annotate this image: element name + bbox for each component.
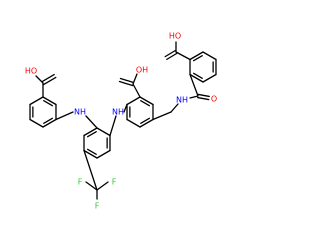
acid-right-carbonyl — [166, 52, 178, 61]
nh-left-bond-a — [55, 111, 74, 121]
ring-b-bond — [83, 149, 98, 159]
ring-a-bond — [29, 118, 44, 128]
acid-middle-carbonyl — [118, 80, 134, 87]
ring-a-double-bond — [43, 117, 54, 124]
chemical-structure-diagram: HO NH NH OH F F F NH O HO — [25, 32, 217, 211]
ring-b-bond — [96, 127, 111, 137]
nh-left-label: NH — [74, 108, 86, 117]
nh-amide-label: NH — [176, 96, 188, 105]
ch2-nh-bond — [170, 103, 179, 113]
acid-left-carbonyl — [43, 76, 57, 86]
acid-left-oh: HO — [25, 67, 37, 76]
fluorine-left: F — [78, 178, 83, 187]
acid-right-carbonyl — [164, 49, 176, 58]
acid-middle-carbonyl — [119, 77, 135, 84]
ring-c-double-bond — [140, 117, 151, 124]
amide-ring-bond — [189, 73, 199, 97]
ring-a-bond — [29, 96, 44, 106]
bond-lines — [29, 41, 217, 200]
ring-b-double-bond — [86, 148, 97, 155]
ring-b-bond — [96, 149, 111, 159]
amide-carbonyl — [197, 96, 210, 101]
fluorine-right: F — [112, 178, 117, 187]
ring-d-double-bond — [192, 55, 203, 62]
acid-right-bond — [175, 51, 191, 61]
ring-a-bond — [42, 118, 57, 128]
ring-d-bond — [202, 73, 217, 83]
nh-middle-bond-c — [123, 103, 128, 113]
acid-middle-bond — [132, 83, 141, 98]
nh-middle-label: NH — [112, 108, 124, 117]
acid-right-oh: HO — [169, 32, 181, 41]
ring-d-bond — [189, 73, 204, 83]
nh-middle-bond-b — [109, 115, 117, 137]
cf3-f-left-bond — [85, 181, 98, 191]
ring-d-bond — [189, 51, 204, 61]
ring-a-bond — [42, 96, 57, 106]
ring-d-bond — [202, 51, 217, 61]
ring-c-bond — [126, 118, 141, 128]
ring-c-bond — [139, 96, 154, 106]
ring-c-double-bond — [140, 100, 151, 107]
nh-left-bond-b — [85, 115, 98, 129]
acid-left-oh-bond — [35, 75, 44, 84]
ch2-bond — [152, 111, 172, 121]
amide-carbonyl — [197, 93, 210, 98]
ring-d-double-bond — [192, 72, 203, 79]
acid-left-carbonyl — [41, 73, 55, 83]
atom-labels: HO NH NH OH F F F NH O HO — [25, 32, 217, 211]
amide-oxygen: O — [211, 95, 217, 104]
cf3-f-right-bond — [96, 181, 109, 191]
ring-b-bond — [83, 127, 98, 137]
ring-b-double-bond — [86, 131, 97, 138]
ring-c-bond — [126, 96, 141, 106]
ring-a-double-bond — [43, 100, 54, 107]
fluorine-bottom: F — [95, 202, 100, 211]
cf3-bond — [83, 149, 98, 191]
acid-middle-oh: OH — [136, 66, 148, 75]
acid-middle-oh-bond — [132, 73, 138, 85]
amide-n-c-bond — [189, 95, 199, 99]
ring-c-bond — [139, 118, 154, 128]
